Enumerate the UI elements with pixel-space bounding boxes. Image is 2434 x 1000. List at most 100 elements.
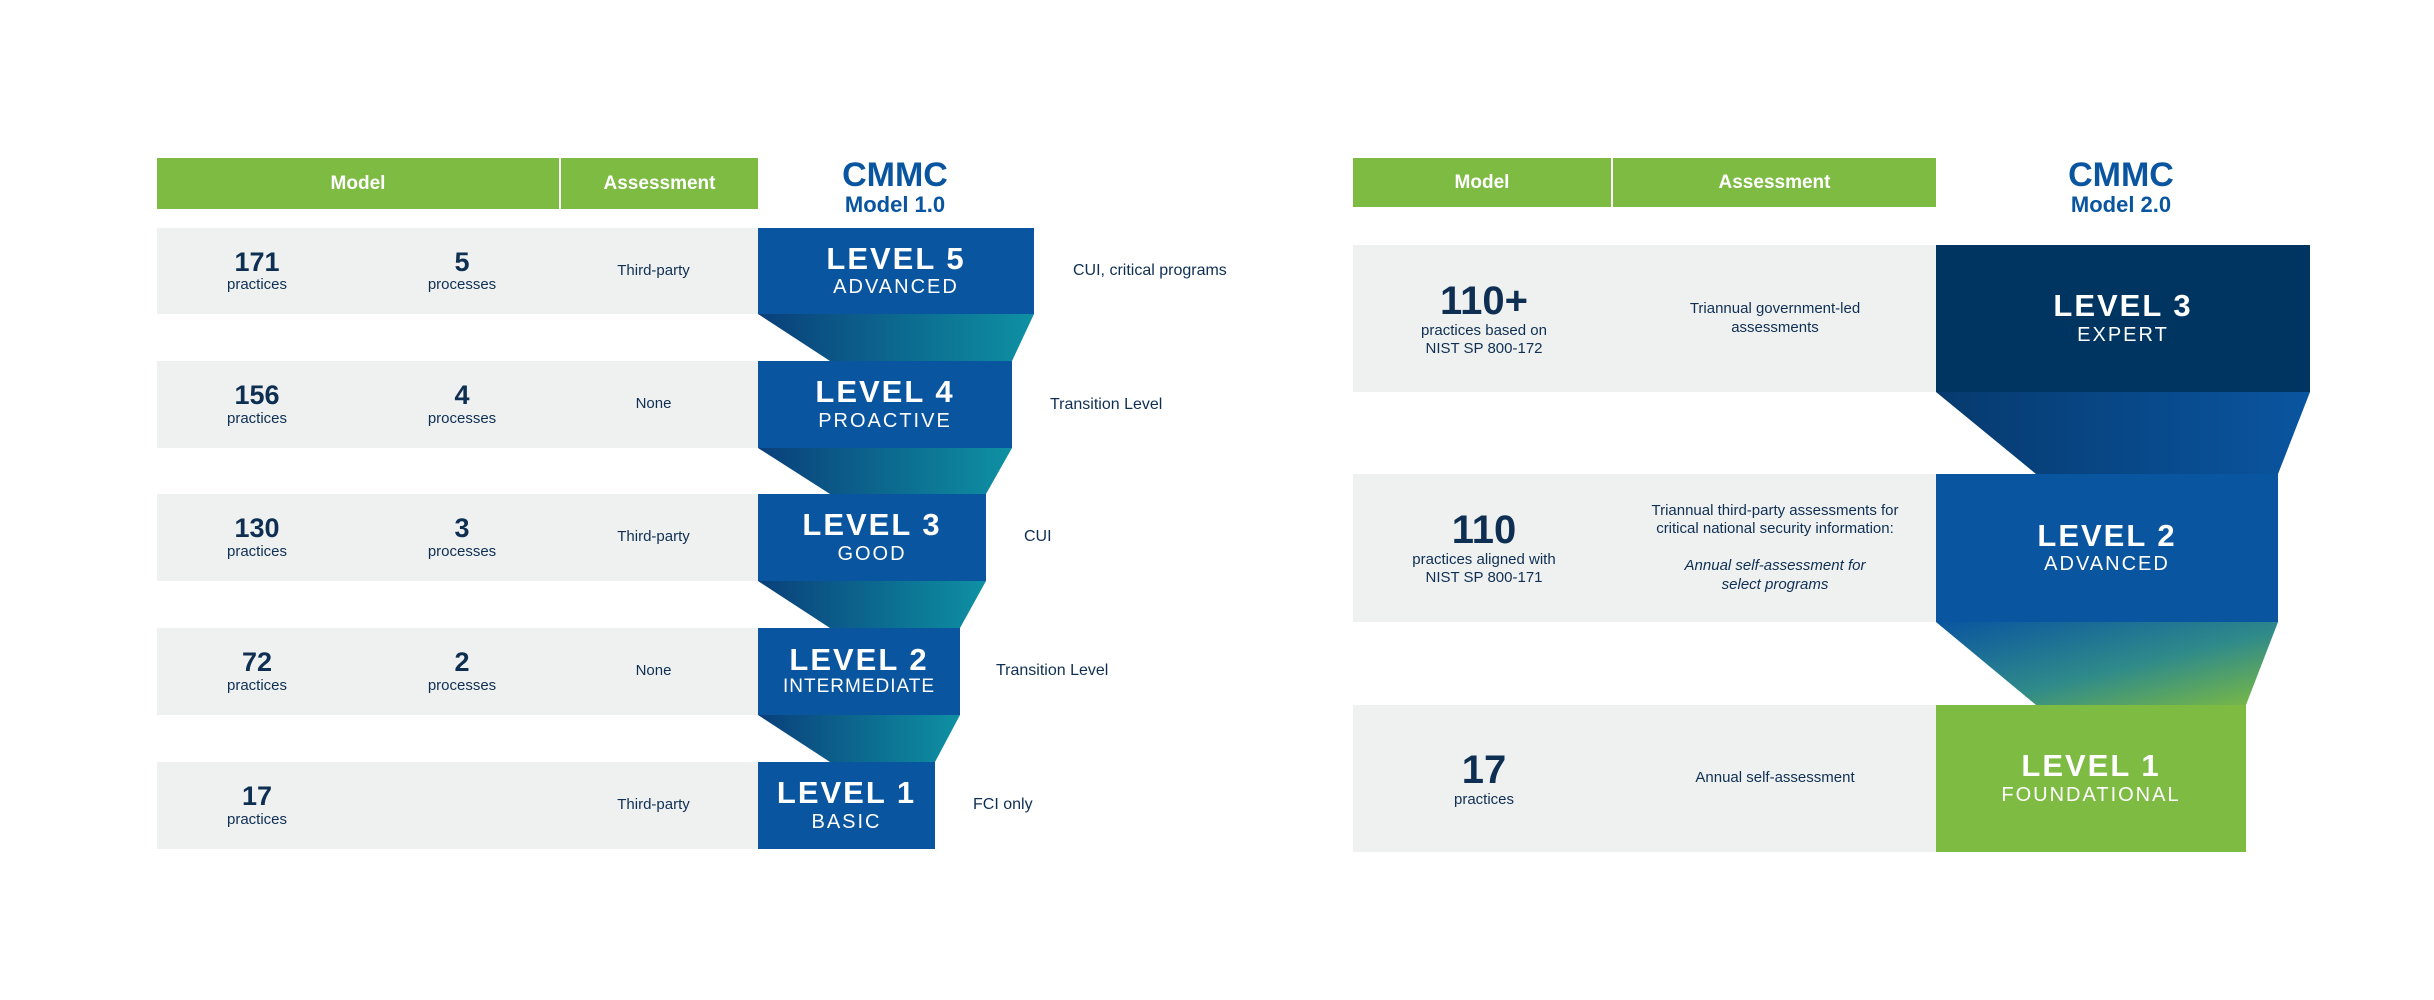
ribbon-r-3-2 (1936, 392, 2310, 474)
ribbon-4-3 (758, 448, 1012, 494)
assessment-italic-line2: select programs (1721, 575, 1829, 593)
assessment-text: None (635, 662, 672, 680)
processes-label: processes (427, 409, 497, 427)
level-title: LEVEL 3 (2053, 288, 2193, 324)
level-1-block: LEVEL 1 BASIC (758, 762, 935, 849)
assessment-text: Third-party (617, 796, 690, 814)
left-assessment-3: Third-party (561, 494, 746, 581)
right-practices-2: 110 practices aligned with NIST SP 800-1… (1353, 474, 1615, 622)
left-assessment-1: Third-party (561, 762, 746, 849)
cmmc-1-title-line1: CMMC (842, 156, 948, 194)
right-level-3-block: LEVEL 3 EXPERT (1936, 245, 2310, 392)
right-header-model: Model (1353, 158, 1611, 207)
left-note-3: CUI (1024, 528, 1052, 545)
cmmc-2-title: CMMC Model 2.0 (2016, 158, 2226, 216)
level-title: LEVEL 3 (802, 507, 942, 543)
level-name: FOUNDATIONAL (2001, 783, 2181, 806)
level-name: ADVANCED (833, 276, 959, 299)
practices-label-line1: practices based on (1421, 321, 1547, 339)
level-3-block: LEVEL 3 GOOD (758, 494, 986, 581)
right-assessment-1: Annual self-assessment (1615, 705, 1935, 852)
practices-count: 156 (234, 380, 280, 411)
ribbon-3-2 (758, 581, 986, 628)
ribbon-2-1 (758, 715, 960, 762)
cmmc-1-title: CMMC Model 1.0 (790, 158, 1000, 216)
left-row-level-5 (157, 228, 758, 314)
right-row-level-3 (1353, 245, 1936, 392)
left-row-level-4 (157, 361, 758, 448)
assessment-line2: assessments (1731, 318, 1819, 336)
practices-label: practices (226, 542, 288, 560)
practices-label: practices (226, 676, 288, 694)
level-name: BASIC (811, 810, 882, 833)
level-title: LEVEL 2 (2037, 517, 2177, 553)
practices-label: practices (226, 409, 288, 427)
cmmc-1-title-line2: Model 1.0 (844, 192, 946, 217)
left-practices-4: 156 practices (157, 361, 357, 448)
level-name: INTERMEDIATE (782, 676, 936, 698)
processes-count: 4 (454, 380, 470, 411)
right-level-2-block: LEVEL 2 ADVANCED (1936, 474, 2278, 622)
practices-label-line2: NIST SP 800-172 (1425, 339, 1543, 357)
cmmc-2-title-line1: CMMC (2068, 156, 2174, 194)
level-title: LEVEL 5 (826, 240, 966, 276)
practices-count: 110 (1451, 508, 1517, 552)
right-practices-1: 17 practices (1353, 705, 1615, 852)
left-row-level-3 (157, 494, 758, 581)
level-name: PROACTIVE (818, 409, 952, 432)
practices-count: 17 (1461, 747, 1507, 792)
assessment-line1: Triannual third-party assessments for (1651, 501, 1899, 519)
level-name: GOOD (837, 542, 907, 565)
assessment-line2: critical national security information: (1656, 520, 1894, 538)
level-title: LEVEL 4 (815, 374, 955, 410)
level-2-block: LEVEL 2 INTERMEDIATE (758, 628, 960, 715)
assessment-text: None (635, 395, 672, 413)
practices-label-line1: practices (1453, 790, 1515, 808)
left-row-level-1 (157, 762, 758, 849)
processes-label: processes (427, 676, 497, 694)
right-assessment-2: Triannual third-party assessments for cr… (1615, 474, 1935, 622)
level-4-block: LEVEL 4 PROACTIVE (758, 361, 1012, 448)
assessment-text: Third-party (617, 528, 690, 546)
left-processes-3: 3 processes (362, 494, 562, 581)
ribbon-5-4 (758, 314, 1034, 361)
processes-count: 5 (454, 246, 470, 277)
left-practices-3: 130 practices (157, 494, 357, 581)
left-note-2: Transition Level (996, 662, 1109, 679)
left-assessment-2: None (561, 628, 746, 715)
left-assessment-5: Third-party (561, 228, 746, 314)
processes-count: 3 (454, 513, 470, 544)
left-processes-2: 2 processes (362, 628, 562, 715)
right-assessment-3: Triannual government-led assessments (1615, 245, 1935, 392)
practices-count: 130 (234, 513, 280, 544)
level-5-block: LEVEL 5 ADVANCED (758, 228, 1034, 314)
assessment-line1: Annual self-assessment (1695, 769, 1855, 787)
ribbon-r-2-1 (1936, 622, 2278, 705)
practices-count: 171 (234, 246, 280, 277)
left-note-5: CUI, critical programs (1073, 262, 1227, 279)
practices-count: 17 (241, 781, 273, 812)
left-note-4: Transition Level (1050, 396, 1163, 413)
right-practices-3: 110+ practices based on NIST SP 800-172 (1353, 245, 1615, 392)
practices-label-line2: NIST SP 800-171 (1425, 569, 1543, 586)
processes-label: processes (427, 542, 497, 560)
level-title: LEVEL 1 (2021, 748, 2161, 784)
left-processes-5: 5 processes (362, 228, 562, 314)
cmmc-2-title-line2: Model 2.0 (2070, 192, 2172, 217)
right-level-1-block: LEVEL 1 FOUNDATIONAL (1936, 705, 2246, 852)
left-note-1: FCI only (973, 796, 1033, 813)
left-practices-5: 171 practices (157, 228, 357, 314)
practices-count: 72 (241, 647, 273, 678)
right-row-level-2 (1353, 474, 1936, 622)
left-practices-1: 17 practices (157, 762, 357, 849)
level-name: ADVANCED (2044, 553, 2170, 576)
left-row-level-2 (157, 628, 758, 715)
left-assessment-4: None (561, 361, 746, 448)
left-processes-4: 4 processes (362, 361, 562, 448)
practices-label: practices (226, 810, 288, 828)
processes-count: 2 (454, 647, 470, 678)
left-practices-2: 72 practices (157, 628, 357, 715)
level-title: LEVEL 1 (776, 775, 917, 811)
level-name: EXPERT (2077, 323, 2169, 346)
